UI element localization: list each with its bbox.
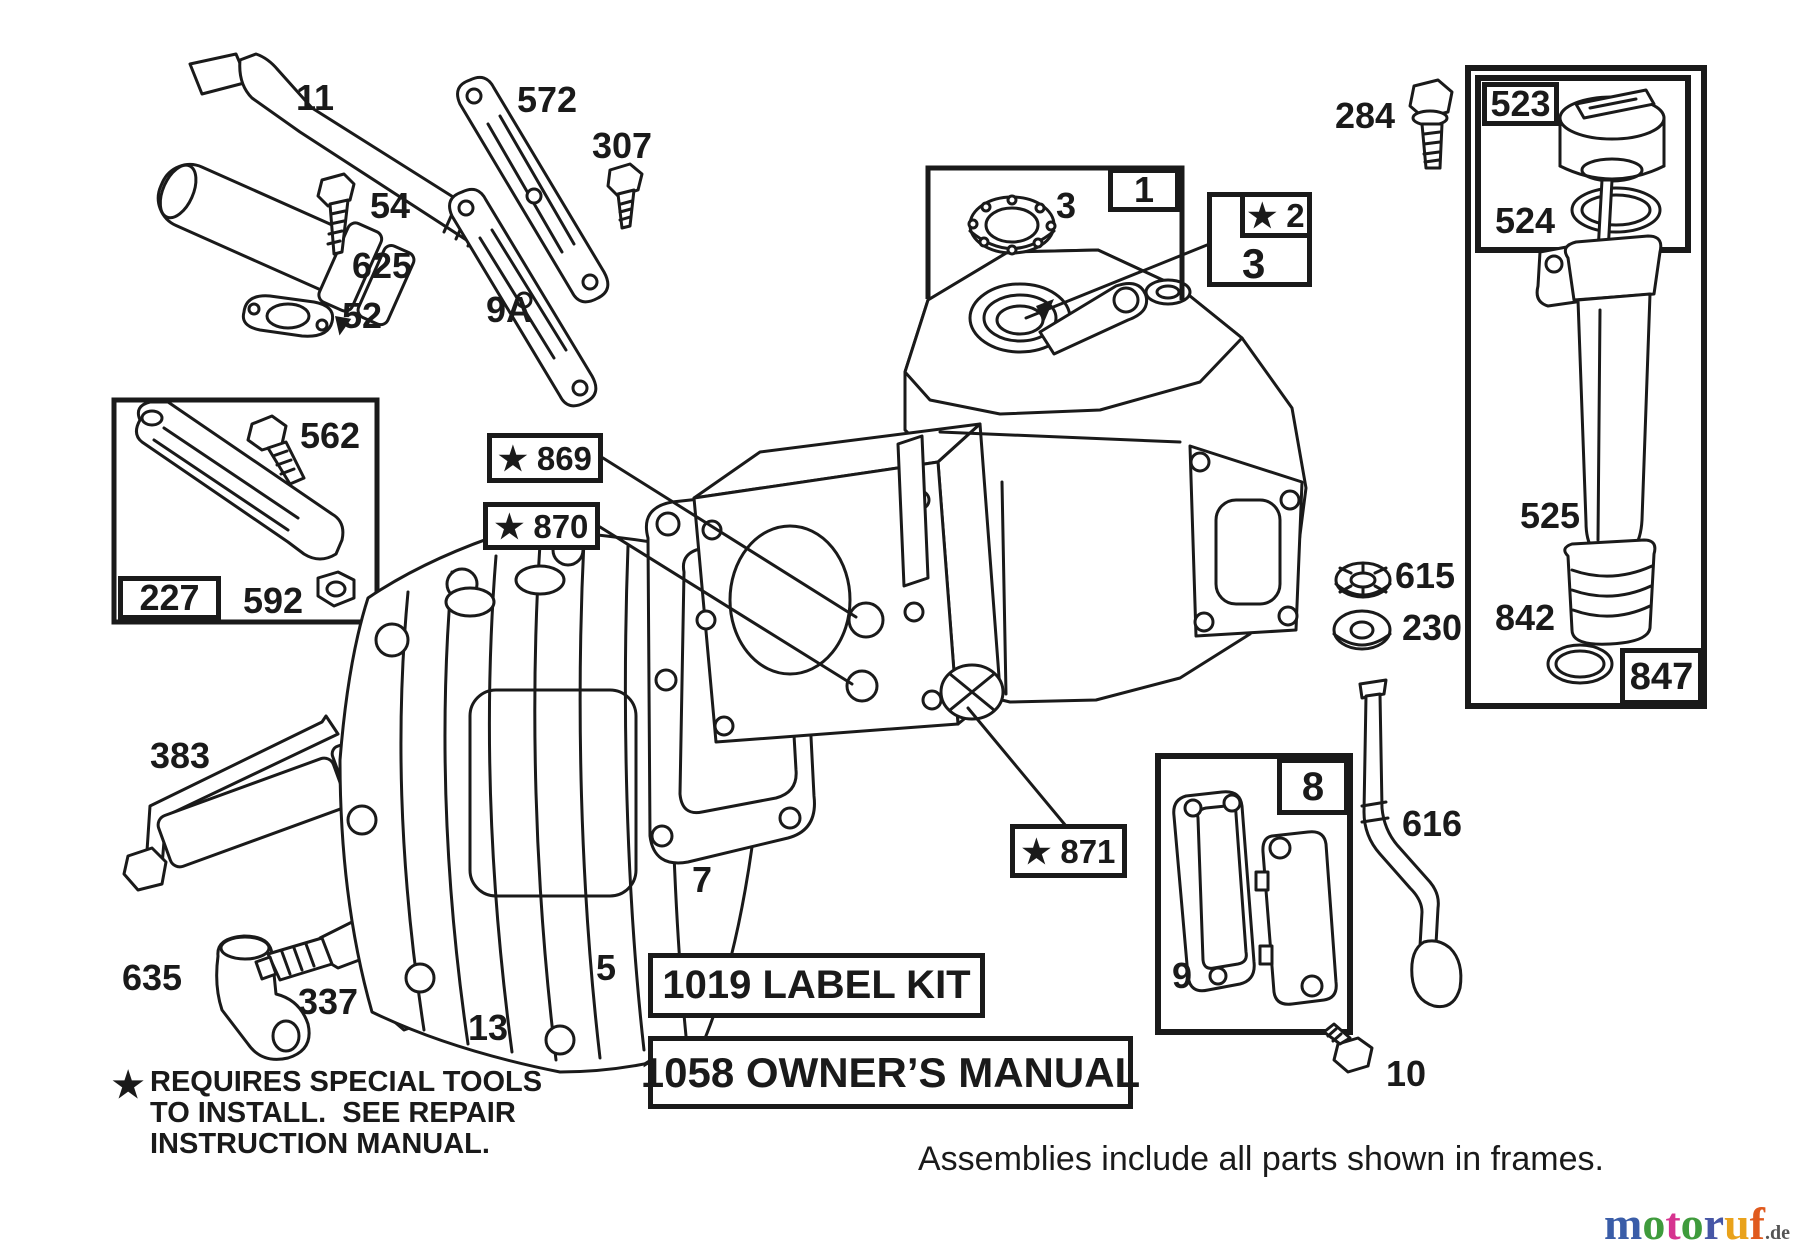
footnote-line-3: INSTRUCTION MANUAL.	[150, 1128, 490, 1160]
part-label-9: 9	[1172, 955, 1193, 996]
part-label-383: 383	[150, 735, 211, 776]
assembly-label-847: 847	[1620, 648, 1703, 705]
assembly-label-523: 523	[1482, 82, 1559, 126]
part-label-635: 635	[122, 957, 183, 998]
part-label-525: 525	[1520, 495, 1581, 536]
part-label-2-3-group: ★ 2 3	[1207, 192, 1312, 287]
part-label-10: 10	[1386, 1053, 1427, 1094]
part-label-54: 54	[370, 185, 411, 226]
footnote-line-2: TO INSTALL. SEE REPAIR	[150, 1097, 516, 1129]
assembly-frame-1	[925, 165, 1185, 300]
watermark-word: motoruf	[1604, 1198, 1765, 1249]
part-sketch-bolt-10	[1322, 1022, 1374, 1074]
owners-manual-box: 1058 OWNER’S MANUAL	[641, 1036, 1140, 1109]
part-sketch-oil-cap-523	[1558, 88, 1666, 183]
part-label-3b: 3	[1242, 240, 1266, 287]
part-sketch-crankcase	[692, 248, 1308, 744]
part-sketch-washer-615	[1334, 561, 1392, 599]
part-label-2: ★ 2	[1240, 192, 1312, 238]
part-sketch-dipstick-tube-525	[1535, 178, 1663, 646]
part-label-11: 11	[296, 77, 335, 118]
star-icon: ★	[112, 1064, 145, 1105]
part-sketch-plate-572	[456, 75, 610, 304]
part-label-52: 52	[342, 295, 383, 336]
watermark-suffix: .de	[1765, 1222, 1790, 1244]
part-label-337: 337	[298, 981, 359, 1022]
part-label-870: ★ 870	[483, 502, 600, 550]
part-sketch-bolt-54	[316, 172, 356, 256]
leader-lines	[598, 243, 1209, 828]
assembly-frame-8	[1155, 753, 1353, 1035]
label-kit-box: 1019 LABEL KIT	[648, 953, 985, 1018]
assembly-label-1: 1	[1108, 168, 1180, 212]
part-label-869: ★ 869	[487, 433, 603, 483]
part-label-7: 7	[692, 859, 713, 900]
part-label-842: 842	[1495, 597, 1556, 638]
part-sketch-gasket-52	[241, 294, 335, 338]
part-sketch-tube-625	[156, 162, 416, 336]
part-sketch-oring-524	[1570, 186, 1662, 234]
part-label-572: 572	[517, 79, 578, 120]
part-label-615: 615	[1395, 555, 1456, 596]
part-label-230: 230	[1402, 607, 1463, 648]
watermark-logo: motoruf.de	[1604, 1201, 1790, 1247]
assemblies-caption: Assemblies include all parts shown in fr…	[918, 1140, 1604, 1178]
part-label-3: 3	[1056, 185, 1077, 226]
part-label-13: 13	[468, 1007, 509, 1048]
part-sketch-fill-tube-616	[1358, 678, 1463, 1009]
part-label-5: 5	[596, 947, 617, 988]
part-label-307: 307	[592, 125, 653, 166]
footnote-line-1: REQUIRES SPECIAL TOOLS	[150, 1066, 543, 1098]
part-label-625: 625	[352, 245, 413, 286]
assembly-label-227: 227	[118, 576, 221, 620]
part-sketch-bearing-3	[967, 194, 1057, 256]
part-sketch-bolt-284	[1408, 78, 1454, 170]
part-sketch-seal-842	[1546, 643, 1614, 685]
part-label-871: ★ 871	[1010, 824, 1127, 878]
assembly-frame-227	[111, 397, 380, 625]
part-sketch-bolt-307	[606, 162, 644, 230]
part-sketch-washer-230	[1332, 609, 1392, 651]
assembly-label-8: 8	[1277, 758, 1349, 815]
part-label-9a: 9A	[486, 289, 533, 330]
part-sketch-boot-635	[215, 934, 311, 1061]
part-label-562: 562	[300, 415, 361, 456]
part-sketch-plate-9a	[448, 187, 598, 408]
part-label-524: 524	[1495, 200, 1556, 241]
part-label-592: 592	[243, 580, 304, 621]
part-label-284: 284	[1335, 95, 1396, 136]
part-label-616: 616	[1402, 803, 1463, 844]
